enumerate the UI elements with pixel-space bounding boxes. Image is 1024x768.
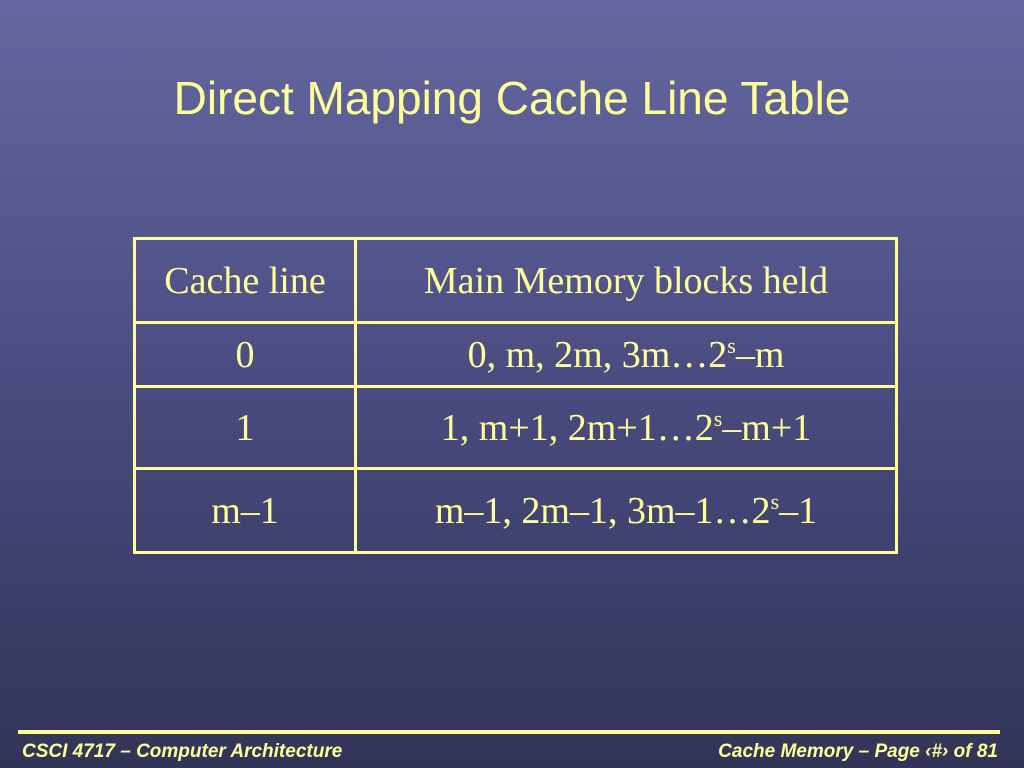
header-main-memory-blocks: Main Memory blocks held: [354, 237, 898, 324]
cache-line-cell: 1: [133, 385, 357, 470]
memory-blocks-cell: m–1, 2m–1, 3m–1…2s–1: [354, 467, 898, 554]
blocks-text-suffix: –1: [779, 489, 818, 532]
exponent-superscript: s: [713, 405, 723, 431]
table-row: 0 0, m, 2m, 3m…2s–m: [133, 321, 898, 388]
blocks-text: m–1, 2m–1, 3m–1…2: [434, 489, 771, 532]
memory-blocks-cell: 0, m, 2m, 3m…2s–m: [354, 321, 898, 388]
memory-blocks-cell: 1, m+1, 2m+1…2s–m+1: [354, 385, 898, 470]
cache-line-cell: m–1: [133, 467, 357, 554]
footer-divider: [18, 730, 1000, 734]
exponent-superscript: s: [727, 332, 736, 358]
table-header-row: Cache line Main Memory blocks held: [133, 237, 898, 324]
cache-line-table: Cache line Main Memory blocks held 0 0, …: [133, 237, 898, 554]
blocks-text: 0, m, 2m, 3m…2: [467, 333, 728, 376]
blocks-text-suffix: –m+1: [722, 406, 812, 449]
table-row: m–1 m–1, 2m–1, 3m–1…2s–1: [133, 467, 898, 554]
table-row: 1 1, m+1, 2m+1…2s–m+1: [133, 385, 898, 470]
blocks-text-suffix: –m: [735, 333, 785, 376]
slide-title: Direct Mapping Cache Line Table: [173, 72, 851, 124]
footer-course-title: CSCI 4717 – Computer Architecture: [22, 741, 343, 762]
header-cache-line: Cache line: [133, 237, 357, 324]
cache-line-cell: 0: [133, 321, 357, 388]
blocks-text: 1, m+1, 2m+1…2: [440, 406, 714, 449]
footer-page-number: Cache Memory – Page ‹#› of 81: [718, 741, 998, 762]
exponent-superscript: s: [770, 488, 780, 514]
